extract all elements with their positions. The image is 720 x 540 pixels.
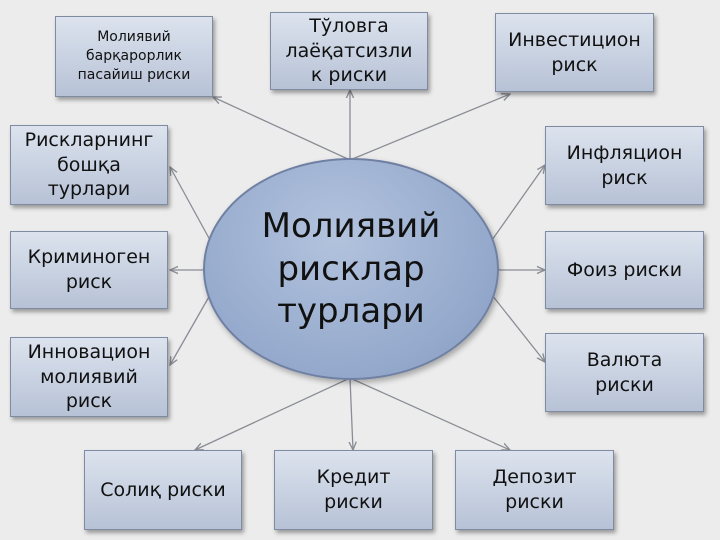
box-tax-risk: Солиқ риски [84, 450, 242, 530]
box-credit-risk: Кредит риски [274, 450, 433, 530]
connector-line [170, 294, 211, 365]
connector-line [349, 94, 510, 161]
connector-line [170, 167, 211, 241]
box-criminogenic-risk: Криминоген риск [10, 231, 168, 309]
connector-line [349, 377, 510, 450]
box-interest-risk: Фоиз риски [545, 231, 704, 309]
connector-line [491, 294, 545, 362]
box-insolvency-risk: Тўловга лаёқатсизли к риски [270, 12, 428, 90]
box-inflation-risk: Инфляцион риск [545, 126, 704, 205]
box-currency-risk: Валюта риски [545, 333, 704, 412]
box-financial-stability-risk: Молиявий барқарорлик пасайиш риски [55, 16, 213, 97]
box-innovation-financial-risk: Инновацион молиявий риск [10, 337, 168, 417]
connector-line [195, 377, 351, 450]
connector-line [491, 165, 545, 241]
box-investment-risk: Инвестицион риск [495, 13, 654, 92]
box-other-risk-types: Рискларнинг бошқа турлари [10, 125, 168, 205]
connector-line [213, 97, 351, 161]
central-topic-ellipse: Молиявий рисклар турлари [203, 158, 499, 380]
connector-line [350, 377, 353, 450]
box-deposit-risk: Депозит риски [455, 450, 614, 530]
